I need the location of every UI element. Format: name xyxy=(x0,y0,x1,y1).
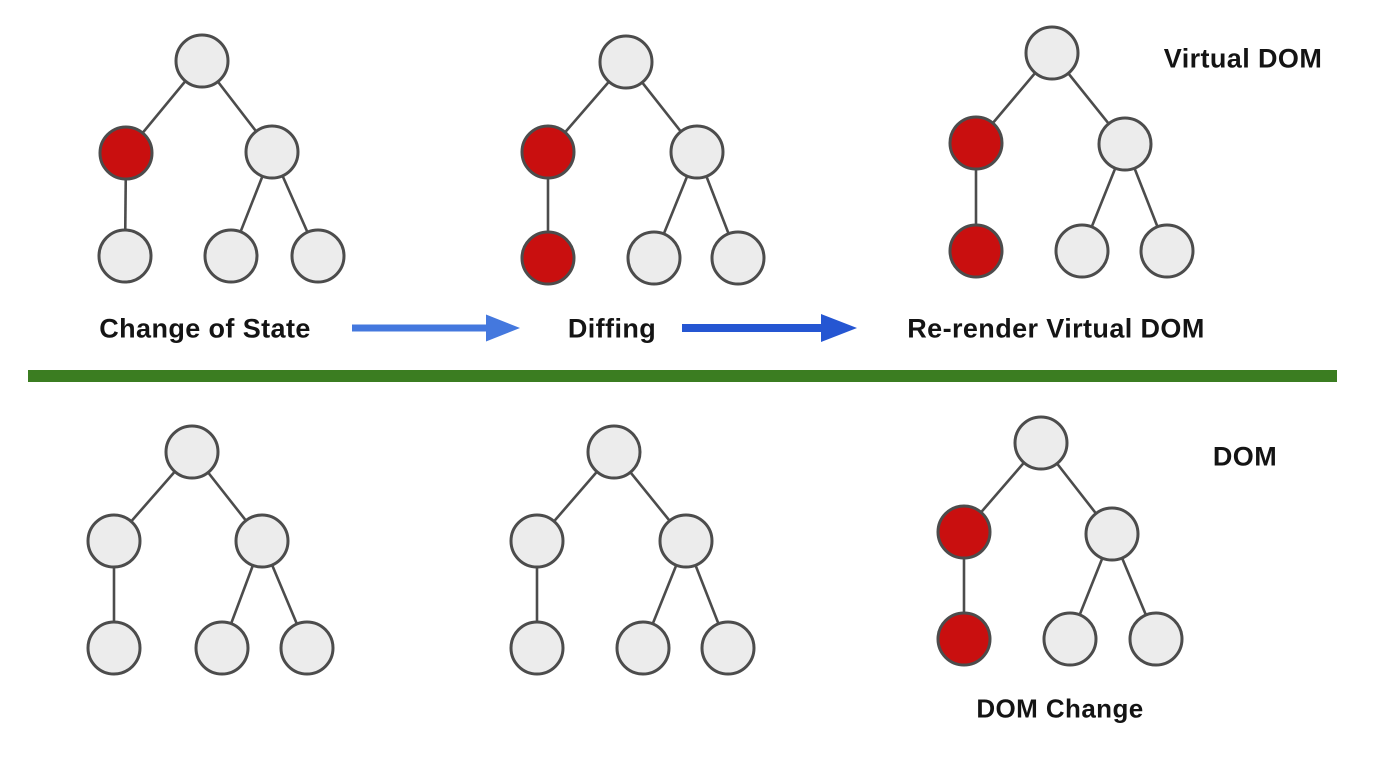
tree-virtual-dom-rerender xyxy=(948,25,1195,279)
tree-node xyxy=(279,620,335,676)
tree-node xyxy=(615,620,671,676)
tree-node xyxy=(244,124,300,180)
tree-node xyxy=(626,230,682,286)
row-title-dom: DOM xyxy=(1212,441,1278,472)
tree-node-changed xyxy=(98,125,154,181)
tree-node xyxy=(1013,415,1069,471)
tree-virtual-dom-diffing xyxy=(520,34,766,286)
tree-node xyxy=(1097,116,1153,172)
arrow-diffing-to-rerender xyxy=(682,314,857,342)
tree-node-changed xyxy=(936,504,992,560)
tree-node xyxy=(1084,506,1140,562)
row-divider-line xyxy=(28,370,1337,382)
caption-dom-change: DOM Change xyxy=(976,693,1144,724)
tree-virtual-dom-change-of-state xyxy=(97,33,346,284)
arrow-head xyxy=(486,314,520,342)
tree-node xyxy=(710,230,766,286)
tree-node xyxy=(86,513,142,569)
tree-node xyxy=(194,620,250,676)
tree-node xyxy=(164,424,220,480)
tree-node xyxy=(234,513,290,569)
tree-node xyxy=(86,620,142,676)
tree-node xyxy=(174,33,230,89)
tree-node xyxy=(700,620,756,676)
tree-node xyxy=(1139,223,1195,279)
tree-node xyxy=(509,620,565,676)
tree-dom-middle xyxy=(509,424,756,676)
tree-node xyxy=(97,228,153,284)
tree-node xyxy=(509,513,565,569)
tree-node xyxy=(1042,611,1098,667)
tree-node-changed xyxy=(936,611,992,667)
step-label-change-of-state: Change of State xyxy=(99,313,311,344)
step-label-rerender-virtual-dom: Re-render Virtual DOM xyxy=(907,313,1205,344)
tree-node xyxy=(1054,223,1110,279)
tree-node-changed xyxy=(520,124,576,180)
tree-node xyxy=(669,124,725,180)
tree-node xyxy=(598,34,654,90)
row-title-virtual-dom: Virtual DOM xyxy=(1163,43,1323,74)
tree-dom-left xyxy=(86,424,335,676)
step-label-diffing: Diffing xyxy=(567,313,657,344)
tree-node xyxy=(1128,611,1184,667)
tree-node xyxy=(586,424,642,480)
tree-node xyxy=(203,228,259,284)
arrow-head xyxy=(821,314,857,342)
tree-node-changed xyxy=(948,115,1004,171)
arrow-change-to-diffing xyxy=(352,314,520,342)
tree-node xyxy=(658,513,714,569)
tree-node-changed xyxy=(520,230,576,286)
tree-node-changed xyxy=(948,223,1004,279)
tree-node xyxy=(1024,25,1080,81)
tree-dom-change xyxy=(936,415,1184,667)
tree-node xyxy=(290,228,346,284)
